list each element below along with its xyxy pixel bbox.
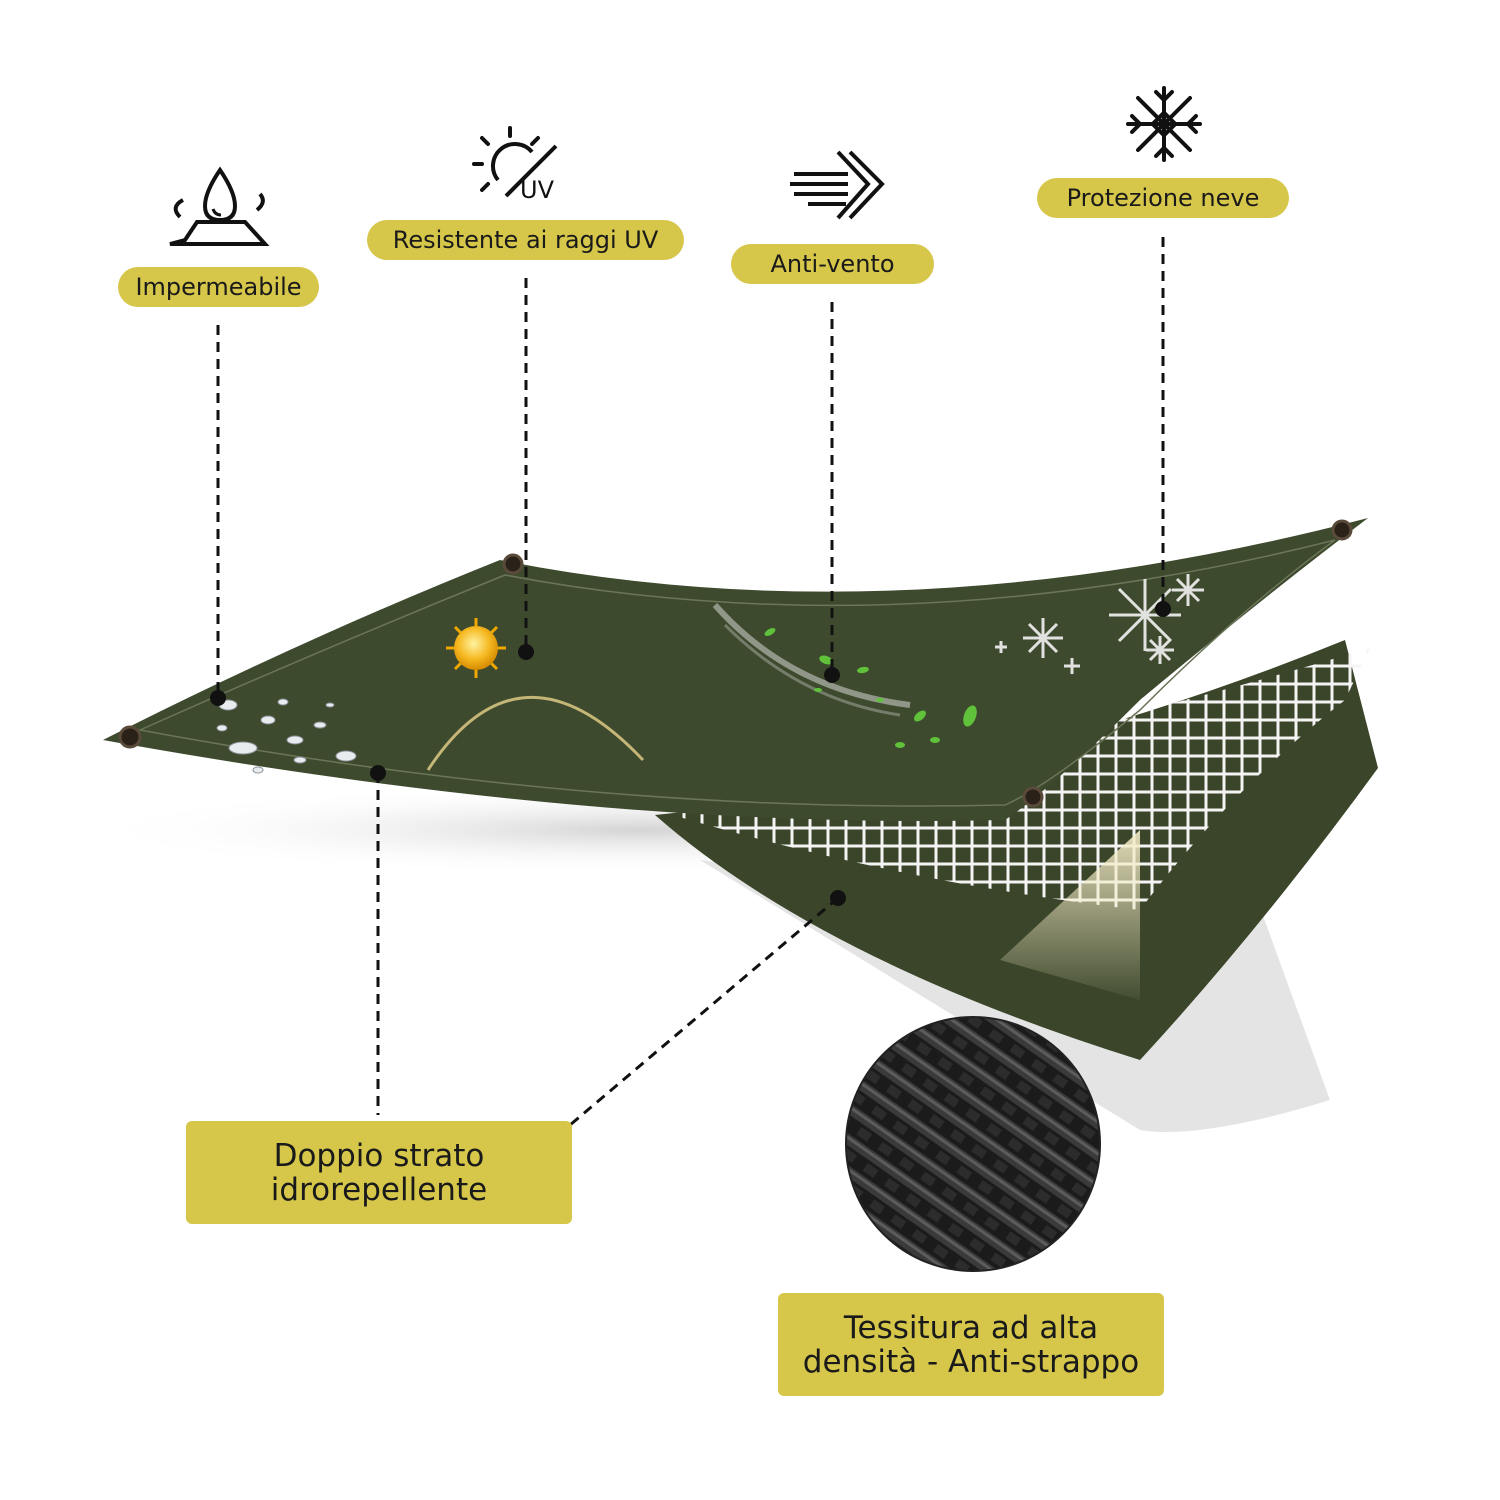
weave-closeup: [845, 1016, 1101, 1272]
wind-icon: [790, 150, 885, 220]
uv-text: UV: [520, 176, 555, 202]
label-snow-protection: Protezione neve: [1037, 178, 1289, 218]
water-drop-icon: [169, 166, 270, 246]
sun-uv-icon: UV: [472, 126, 558, 202]
label-anti-wind: Anti-vento: [731, 244, 934, 284]
label-weave-line1: Tessitura ad alta: [843, 1309, 1099, 1346]
snowflake-icon: [1126, 86, 1202, 162]
label-waterproof: Impermeabile: [118, 267, 319, 307]
label-weave-line2: densità - Anti-strappo: [802, 1343, 1140, 1380]
label-high-density-weave: Tessitura ad alta densità - Anti-strappo: [778, 1293, 1164, 1396]
label-double-layer-line1: Doppio strato: [273, 1137, 485, 1174]
label-uv-resistant: Resistente ai raggi UV: [367, 220, 684, 260]
label-double-layer-line2: idrorepellente: [270, 1171, 488, 1208]
label-double-layer: Doppio strato idrorepellente: [186, 1121, 572, 1224]
sun-graphic: [446, 618, 506, 678]
